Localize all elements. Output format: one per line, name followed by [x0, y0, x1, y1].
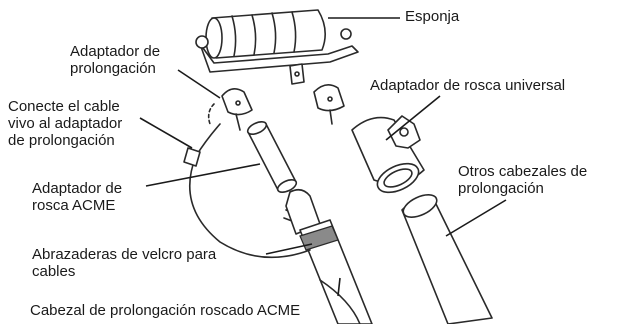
roller-knob [195, 35, 209, 49]
sponge-cylinder [208, 9, 326, 59]
label-conecte-cable: Conecte el cable vivo al adaptador de pr… [8, 98, 123, 149]
roller-stem-pin [294, 71, 300, 77]
cable-plug [183, 147, 201, 167]
label-esponja: Esponja [405, 8, 460, 25]
sponge-ridge [271, 12, 277, 54]
acme-threaded-head [283, 188, 373, 324]
cable-cord [319, 279, 361, 324]
extension-adapter-center [313, 84, 345, 125]
roller-frame [199, 43, 359, 73]
live-cable [189, 123, 311, 259]
leader-adaptador-rosca-acme [145, 163, 261, 187]
leader-conecte-cable [139, 117, 193, 149]
label-adaptador-rosca-universal: Adaptador de rosca universal [370, 77, 566, 94]
label-adaptador-rosca-acme: Adaptador de rosca ACME [32, 180, 123, 214]
extension-adapter [207, 88, 253, 131]
universal-thread-adapter [351, 115, 425, 194]
sponge-end-cap [205, 17, 223, 59]
sponge-roller [195, 9, 359, 85]
leader-cabezal-roscado [337, 277, 341, 297]
label-cabezal-roscado-acme: Cabezal de prolongación roscado ACME [30, 302, 301, 319]
other-extension-tube [401, 194, 493, 324]
sponge-ridge [291, 11, 297, 53]
roller-knob [340, 28, 352, 40]
leader-adaptador-prolongacion [177, 69, 221, 99]
label-otros-cabezales: Otros cabezales de prolongación [458, 163, 588, 197]
sponge-ridge [251, 14, 257, 56]
leader-otros-cabezales [445, 199, 507, 237]
sponge-ridge [231, 15, 237, 57]
leader-abrazaderas [265, 243, 313, 255]
leader-adaptador-rosca-universal [385, 95, 441, 141]
label-adaptador-prolongacion: Adaptador de prolongación [70, 43, 161, 77]
acme-thread-adapter [246, 121, 298, 193]
label-abrazaderas-velcro: Abrazaderas de velcro para cables [32, 246, 217, 280]
